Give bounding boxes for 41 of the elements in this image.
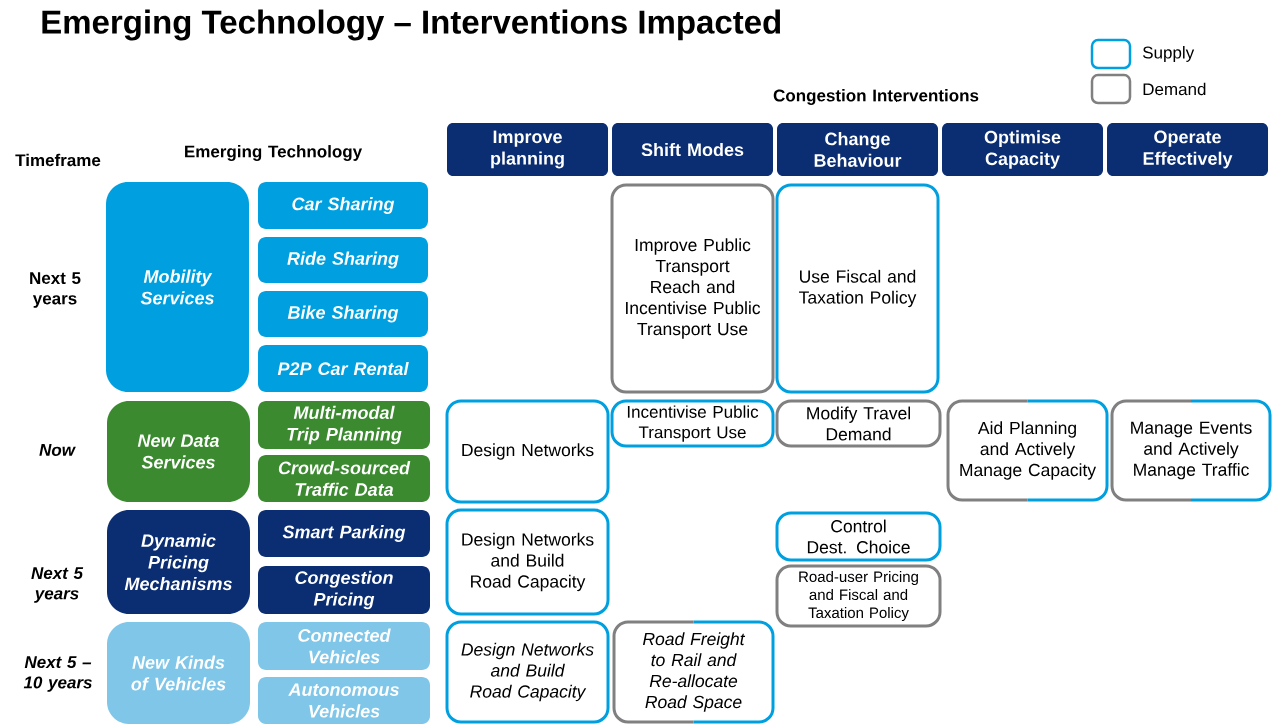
technology-box: Congestion Pricing [258,566,430,614]
column-header: Shift Modes [612,123,773,176]
intervention-box: Design Networks and Build Road Capacity [445,620,610,724]
technology-box: Car Sharing [258,182,428,229]
technology-box: Crowd-sourced Traffic Data [258,455,430,502]
intervention-box: Road-user Pricing and Fiscal and Taxation Policy [775,564,942,628]
heading-label: Congestion Interventions [773,89,979,105]
intervention-box: Aid Planning and Actively Manage Capacity [946,399,1109,502]
intervention-box: Manage Events and Actively Manage Traffic [1110,399,1272,502]
technology-box: Bike Sharing [258,291,428,337]
intervention-box: Control Dest. Choice [775,511,942,562]
intervention-box: Use Fiscal and Taxation Policy [775,183,940,394]
category-box: New Data Services [107,401,250,502]
heading-label: Next 5 – 10 years [23,656,92,692]
category-box: Mobility Services [106,182,249,392]
category-box: New Kinds of Vehicles [107,622,250,724]
column-header: Change Behaviour [777,123,938,176]
technology-box: Multi-modal Trip Planning [258,401,430,449]
legend-label: Demand [1143,82,1206,96]
heading-label: Next 5 years [31,567,84,603]
intervention-box: Design Networks and Build Road Capacity [445,508,610,616]
technology-box: Connected Vehicles [258,622,430,670]
category-box: Dynamic Pricing Mechanisms [107,510,250,614]
technology-box: Ride Sharing [258,237,428,283]
heading-label: Timeframe [15,153,101,167]
column-header: Optimise Capacity [942,123,1103,176]
heading-label: Now [39,444,76,456]
technology-box: Smart Parking [258,510,430,557]
intervention-box: Road Freight to Rail and Re-allocate Road Space [612,620,775,724]
heading-label: Emerging Technology [185,145,363,161]
intervention-box: Incentivise Public Transport Use [610,399,775,448]
technology-box: P2P Car Rental [258,345,428,392]
intervention-box: Improve Public Transport Reach and Incentivise Public Transport Use [610,183,775,394]
technology-box: Autonomous Vehicles [258,677,430,724]
heading-label: Next 5 years [30,272,81,308]
intervention-box: Modify Travel Demand [775,399,942,448]
column-header: Improve planning [447,123,608,176]
intervention-box: Design Networks [445,399,610,504]
legend-label: Supply [1143,46,1195,62]
column-header: Operate Effectively [1107,123,1268,176]
title: Emerging Technology – Interventions Impacted [42,9,781,41]
